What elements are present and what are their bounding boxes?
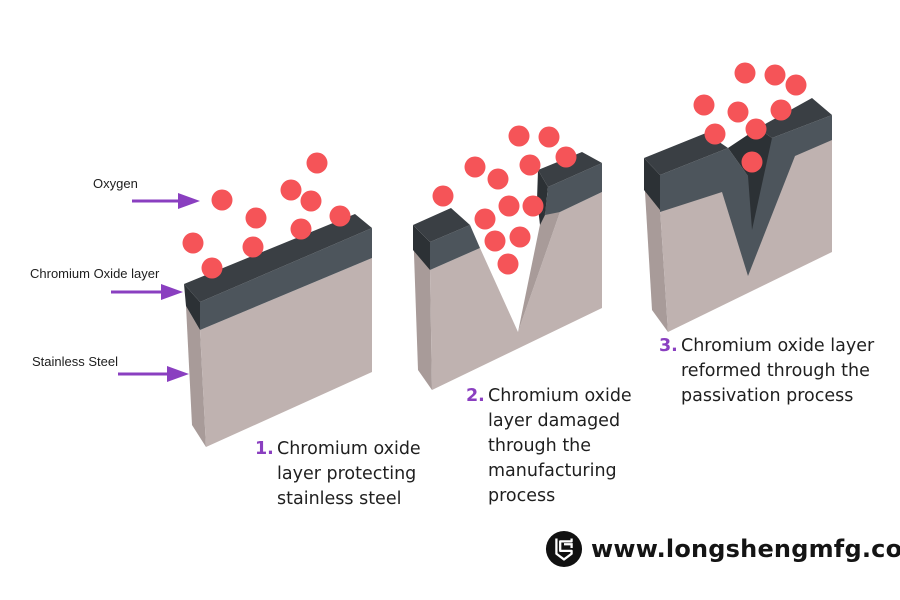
oxygen-atom — [245, 207, 267, 229]
oxygen-atom — [509, 226, 531, 248]
oxygen-atom — [211, 189, 233, 211]
website-url[interactable]: www.longshengmfg.com — [591, 535, 900, 563]
block-3-oxide-side — [644, 158, 660, 210]
oxygen-atom — [300, 190, 322, 212]
block-2-oxide-left-front — [430, 225, 480, 270]
oxygen-atom — [201, 257, 223, 279]
footer-brand: www.longshengmfg.com — [545, 528, 900, 570]
oxygen-atom — [182, 232, 204, 254]
block-2-steel-front — [430, 192, 602, 390]
stage-3-line: reformed through the — [681, 361, 870, 381]
oxygen-atom — [519, 154, 541, 176]
stage-2-line: through the — [488, 436, 592, 456]
block-1-oxide-top — [184, 214, 372, 302]
oxygen-atom — [484, 230, 506, 252]
stage-2-line: manufacturing — [488, 461, 617, 481]
block-3-steel-side — [644, 175, 668, 332]
oxygen-atom — [290, 218, 312, 240]
block-2-oxide-right-front — [545, 163, 602, 215]
oxygen-atom — [432, 185, 454, 207]
oxygen-atom — [741, 151, 763, 173]
oxygen-atom — [329, 205, 351, 227]
stage-3-number: 3. — [659, 336, 678, 356]
arrow-oxygen — [132, 193, 200, 209]
stage-1-line: stainless steel — [277, 489, 402, 509]
oxygen-atom — [464, 156, 486, 178]
oxygen-atom — [508, 125, 530, 147]
stage-2-line: layer damaged — [488, 411, 621, 431]
block-2-oxide-left-top — [413, 208, 470, 242]
oxygen-atom — [555, 146, 577, 168]
block-1-oxide-front — [200, 228, 372, 330]
stage-3-caption: 3. Chromium oxide layer reformed through… — [659, 334, 875, 409]
block-2-damaged — [413, 152, 602, 390]
block-2-oxide-right-top — [538, 152, 602, 187]
block-1-intact — [184, 214, 372, 447]
block-1-steel-front — [200, 258, 372, 447]
block-3-reformed — [644, 98, 832, 332]
oxygen-atom — [704, 123, 726, 145]
stage-2-line: Chromium oxide — [488, 386, 632, 406]
oxygen-atom — [522, 195, 544, 217]
oxygen-atom — [242, 236, 264, 258]
block-1-steel-side — [186, 306, 206, 447]
oxygen-atoms — [182, 62, 807, 279]
stage-1-number: 1. — [255, 439, 274, 459]
oxygen-atom — [280, 179, 302, 201]
oxygen-atom — [498, 195, 520, 217]
arrow-oxide-layer — [111, 284, 183, 300]
block-3-oxide-front — [660, 115, 832, 276]
oxygen-atom — [745, 118, 767, 140]
stage-1-line: layer protecting — [277, 464, 417, 484]
oxygen-atom — [693, 94, 715, 116]
block-3-oxide-top — [644, 133, 728, 175]
block-2-notch-wall — [518, 200, 560, 332]
stage-2-number: 2. — [466, 386, 485, 406]
block-2-oxide-left-side — [413, 225, 430, 270]
stage-1-caption: 1. Chromium oxide layer protecting stain… — [255, 437, 421, 512]
block-1-oxide-side — [184, 284, 200, 330]
stage-1-line: Chromium oxide — [277, 439, 421, 459]
label-oxygen: Oxygen — [93, 176, 138, 191]
oxygen-atom — [487, 168, 509, 190]
oxygen-atom — [734, 62, 756, 84]
longsheng-logo-icon — [545, 530, 583, 568]
stage-3-line: passivation process — [681, 386, 854, 406]
stage-2-caption: 2. Chromium oxide layer damaged through … — [466, 384, 632, 509]
oxygen-atom — [474, 208, 496, 230]
oxygen-atom — [770, 99, 792, 121]
oxygen-atom — [785, 74, 807, 96]
oxygen-atom — [497, 253, 519, 275]
block-3-oxide-top-right — [758, 98, 832, 138]
oxygen-atom — [764, 64, 786, 86]
oxygen-atom — [727, 101, 749, 123]
label-chromium-oxide-layer: Chromium Oxide layer — [30, 266, 160, 281]
oxygen-atom — [306, 152, 328, 174]
stage-3-line: Chromium oxide layer — [681, 336, 875, 356]
label-stainless-steel: Stainless Steel — [32, 354, 118, 369]
stage-2-line: process — [488, 486, 556, 506]
block-3-notch-inner — [728, 128, 772, 230]
oxygen-atom — [538, 126, 560, 148]
arrow-stainless-steel — [118, 366, 189, 382]
